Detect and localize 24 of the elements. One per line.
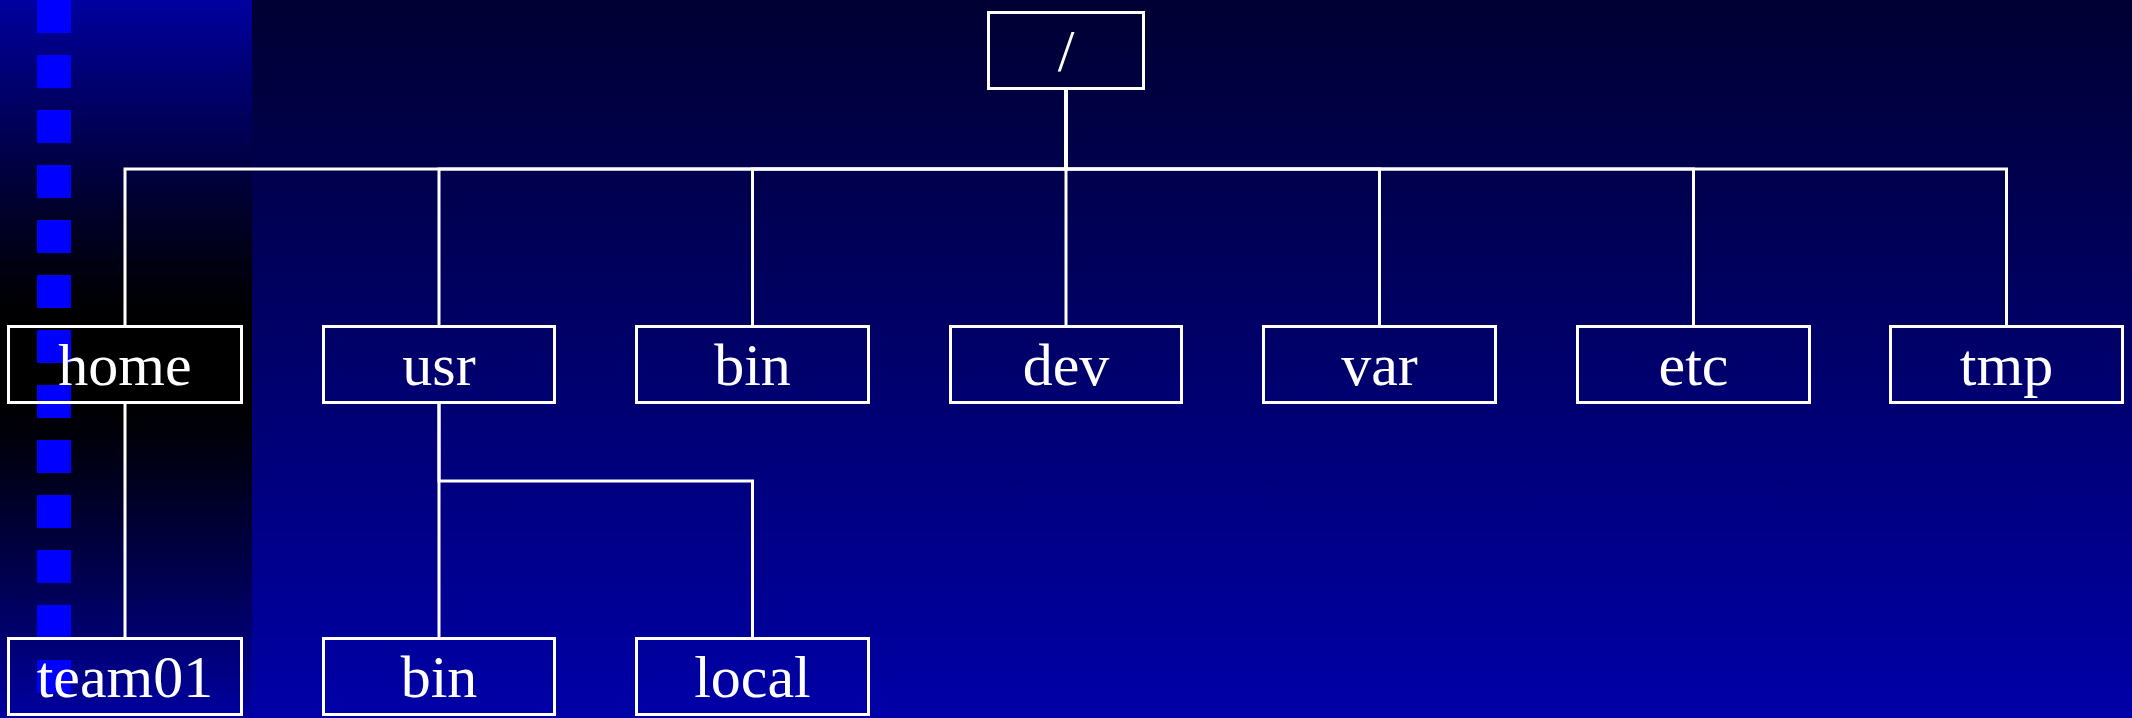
directory-name: local (694, 646, 811, 707)
directory-name: var (1341, 334, 1418, 395)
connector-line (437, 404, 754, 637)
directory-box (635, 637, 870, 716)
connector-line (123, 404, 127, 637)
directory-box (7, 637, 243, 716)
directory-box (322, 637, 556, 716)
directory-box (987, 11, 1145, 90)
directory-name: etc (1658, 334, 1729, 395)
directory-box (635, 325, 870, 404)
directory-name: usr (402, 334, 476, 395)
connector-line (1064, 90, 2008, 325)
directory-box (322, 325, 556, 404)
directory-name: / (1057, 20, 1075, 81)
directory-box (1262, 325, 1497, 404)
directory-box (949, 325, 1183, 404)
directory-name: dev (1022, 334, 1110, 395)
directory-name: team01 (36, 646, 214, 707)
directory-box (7, 325, 243, 404)
directory-box (1576, 325, 1811, 404)
directory-box (1889, 325, 2124, 404)
directory-name: bin (400, 646, 478, 707)
directory-name: home (58, 334, 192, 395)
directory-name: bin (714, 334, 791, 395)
